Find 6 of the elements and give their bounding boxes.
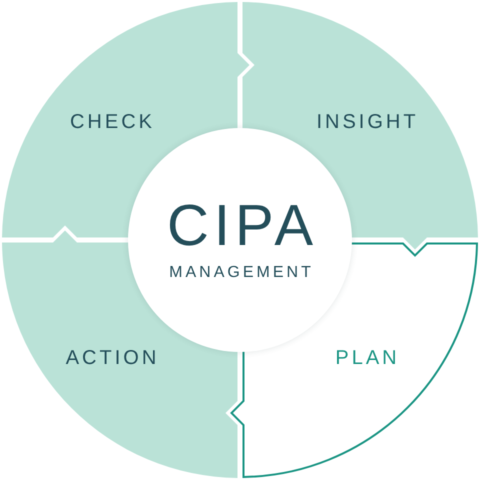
title-text: CIPA xyxy=(166,197,318,255)
segment-label: INSIGHT xyxy=(315,112,419,132)
segment-label: PLAN xyxy=(334,348,400,368)
segment-label: CHECK xyxy=(69,112,155,132)
subtitle-text: MANAGEMENT xyxy=(168,265,314,281)
segment-label: ACTION xyxy=(64,348,160,368)
